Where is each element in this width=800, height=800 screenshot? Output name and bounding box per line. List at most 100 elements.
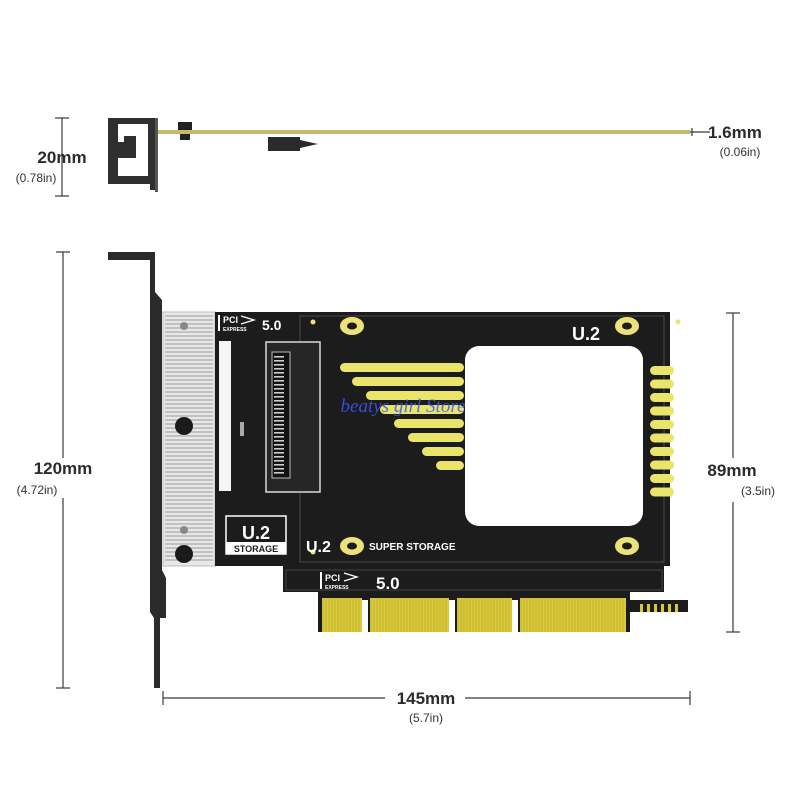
super-storage-label: SUPER STORAGE bbox=[369, 542, 456, 553]
test-point-1 bbox=[310, 319, 316, 325]
side-pin bbox=[640, 604, 643, 612]
gold-stripe bbox=[422, 447, 464, 456]
u2-label-top: U.2 bbox=[572, 324, 600, 344]
bracket-screw-hole-bottom bbox=[175, 545, 193, 563]
u2-pin bbox=[274, 460, 284, 462]
right-pad bbox=[650, 366, 674, 375]
gold-stripe bbox=[408, 433, 464, 442]
right-pad bbox=[650, 393, 674, 402]
right-pad bbox=[650, 433, 674, 443]
side-pin bbox=[647, 604, 650, 612]
gold-stripe bbox=[352, 377, 464, 386]
pcie-logo-top-express: EXPRESS bbox=[223, 327, 247, 333]
length-label: 145mm bbox=[397, 689, 456, 708]
u2-pin bbox=[274, 372, 284, 374]
side-pin bbox=[675, 604, 678, 612]
bracket-vent-lines bbox=[165, 315, 213, 561]
side-pins bbox=[640, 604, 678, 612]
pcie-logo-edge-express: EXPRESS bbox=[325, 585, 349, 591]
card-height-imperial-label: (3.5in) bbox=[741, 484, 775, 498]
u2-pin bbox=[274, 412, 284, 414]
u2-pin bbox=[274, 388, 284, 390]
side-connector bbox=[268, 137, 300, 151]
u2-label-bottom: U.2 bbox=[306, 539, 331, 556]
front-view: 120mm (4.72in) 89mm (3.5in) 145mm (5.7in… bbox=[17, 251, 780, 725]
side-pin bbox=[661, 604, 664, 612]
height-imperial-label: (4.72in) bbox=[17, 483, 58, 497]
edge-notch-3 bbox=[512, 600, 518, 632]
side-pin bbox=[654, 604, 657, 612]
bracket-rivet-2 bbox=[180, 526, 188, 534]
pcie-logo-top-pci: PCI bbox=[223, 315, 238, 325]
edge-connector-fingers bbox=[322, 598, 626, 632]
thickness-imperial-label: (0.78in) bbox=[16, 171, 57, 185]
u2-pin bbox=[274, 356, 284, 358]
bracket-side-view bbox=[108, 118, 158, 190]
pad-top-right-hole bbox=[622, 322, 632, 330]
pcb-lower-strip bbox=[283, 566, 664, 592]
u2-pin bbox=[274, 456, 284, 458]
length-label-bg bbox=[385, 686, 465, 708]
u2-pin bbox=[274, 448, 284, 450]
pcie-logo-top-version: 5.0 bbox=[262, 317, 282, 333]
u2-pin bbox=[274, 364, 284, 366]
u2-pin bbox=[274, 408, 284, 410]
u2-pin bbox=[274, 440, 284, 442]
bracket-front-view bbox=[108, 252, 166, 688]
u2-badge-text: U.2 bbox=[242, 523, 270, 543]
gold-stripe bbox=[436, 461, 464, 470]
pcb-side-line bbox=[158, 130, 690, 134]
length-imperial-label: (5.7in) bbox=[409, 711, 443, 725]
side-component-bottom bbox=[180, 134, 190, 140]
u2-pin bbox=[274, 468, 284, 470]
store-watermark: beatys girl Store bbox=[341, 396, 466, 417]
side-connector-tip bbox=[300, 140, 318, 148]
u2-pin bbox=[274, 424, 284, 426]
u2-pin bbox=[274, 384, 284, 386]
u2-pin bbox=[274, 444, 284, 446]
bracket-screw-hole-top bbox=[175, 417, 193, 435]
pad-bottom-right-hole bbox=[622, 542, 632, 550]
right-pad bbox=[650, 487, 674, 497]
pcie-logo-top-bar bbox=[218, 315, 220, 331]
pcb-lower-strip-outline bbox=[285, 569, 663, 591]
gold-stripe bbox=[380, 405, 464, 414]
u2-pin bbox=[274, 432, 284, 434]
u2-pin bbox=[274, 416, 284, 418]
side-pin bbox=[668, 604, 671, 612]
u2-pin bbox=[274, 380, 284, 382]
u2-storage-badge: U.2 STORAGE bbox=[225, 515, 287, 555]
test-point-3 bbox=[310, 549, 316, 555]
pcie-logo-edge-arrow bbox=[343, 572, 360, 582]
right-contact-pads bbox=[650, 366, 674, 497]
gold-stripe bbox=[340, 363, 464, 372]
gold-stripe bbox=[394, 419, 464, 428]
right-pad bbox=[650, 460, 674, 470]
u2-pin bbox=[274, 368, 284, 370]
u2-pin bbox=[274, 420, 284, 422]
u2-pin bbox=[274, 376, 284, 378]
pcie-logo-top: PCI EXPRESS 5.0 bbox=[218, 315, 282, 333]
height-label-bg bbox=[22, 458, 104, 498]
small-component bbox=[240, 422, 244, 436]
pcie-logo-edge-pci: PCI bbox=[325, 573, 340, 583]
u2-pin bbox=[274, 396, 284, 398]
side-view: 20mm (0.78in) 1.6mm (0.06in) bbox=[16, 117, 762, 197]
gold-finger-segment bbox=[322, 598, 362, 632]
thickness-label: 20mm bbox=[37, 148, 86, 167]
right-pad bbox=[650, 447, 674, 456]
bracket-rivet-1 bbox=[180, 322, 188, 330]
right-pad bbox=[650, 379, 674, 389]
gold-finger-segment bbox=[457, 598, 512, 632]
height-label: 120mm bbox=[34, 459, 93, 478]
storage-badge-bar bbox=[226, 542, 286, 554]
edge-notch-2 bbox=[449, 600, 455, 632]
u2-connector-slot bbox=[271, 351, 291, 479]
card-height-label-bg bbox=[700, 458, 780, 502]
pcie-logo-edge-bar bbox=[320, 572, 322, 589]
side-component-top bbox=[178, 122, 192, 130]
gold-trace-stripes bbox=[340, 363, 464, 470]
board-thickness-imperial-label: (0.06in) bbox=[720, 145, 761, 159]
pad-top-left-hole bbox=[347, 322, 357, 330]
